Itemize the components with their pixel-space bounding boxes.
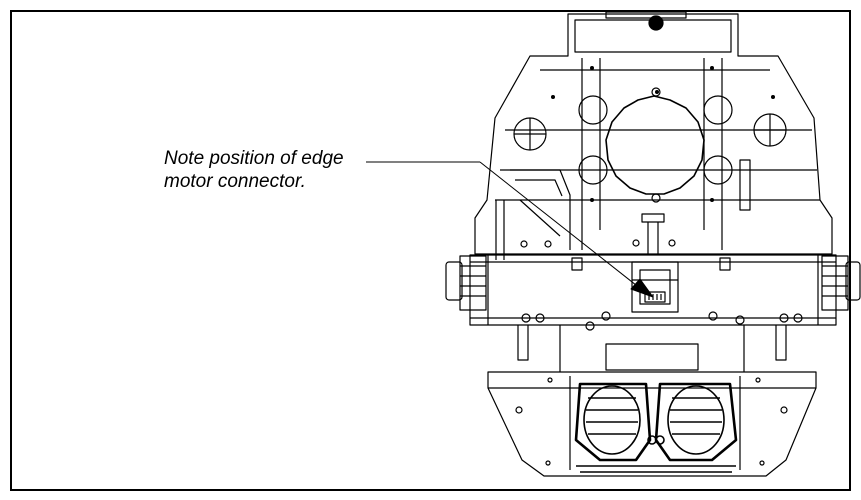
yoke-fasteners — [520, 240, 803, 331]
upper-housing — [474, 11, 833, 255]
left-tilt-knob — [445, 255, 487, 311]
upper-fasteners — [551, 66, 775, 202]
callout-line-2: motor connector. — [164, 171, 306, 192]
lower-supports — [517, 325, 787, 372]
edge-motor-connector — [644, 291, 666, 303]
callout-line-1: Note position of edge — [164, 148, 344, 169]
right-tilt-knob — [821, 255, 861, 311]
callout-note: Note position of edge motor connector. — [164, 147, 344, 193]
edge-motor — [631, 261, 679, 313]
motor-mount — [632, 213, 676, 254]
callout-arrowhead — [630, 278, 654, 298]
lens-assembly — [574, 382, 738, 473]
figure-frame — [10, 10, 851, 491]
left-bracket — [495, 159, 751, 260]
lower-head — [487, 371, 817, 477]
callout-leader — [366, 161, 654, 298]
center-disc — [605, 87, 705, 203]
housing-holes — [513, 95, 787, 185]
